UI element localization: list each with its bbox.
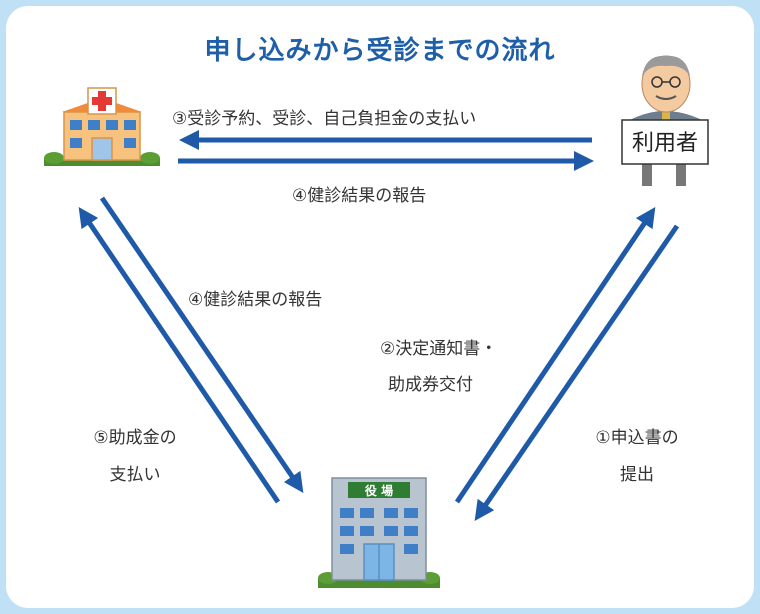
label-reservation-payment: ③受診予約、受診、自己負担金の支払い bbox=[172, 109, 477, 129]
label-decision-notice-line2: 助成券交付 bbox=[388, 375, 473, 395]
label-application-line2: 提出 bbox=[620, 465, 654, 485]
page-title: 申し込みから受診までの流れ bbox=[204, 36, 556, 66]
city-hall-icon: 役 場 bbox=[318, 477, 440, 588]
user-sign-label: 利用者 bbox=[632, 131, 698, 156]
arrow-hospital-to-cityhall bbox=[99, 196, 304, 493]
user-icon: 利用者 bbox=[621, 55, 709, 186]
arrow-cityhall-to-user bbox=[454, 207, 656, 504]
label-report-middle: ④健診結果の報告 bbox=[188, 290, 323, 310]
label-decision-notice-line1: ②決定通知書・ bbox=[380, 339, 498, 359]
label-application-line1: ①申込書の bbox=[595, 428, 679, 448]
arrow-user-to-cityhall bbox=[474, 224, 680, 521]
label-report-top: ④健診結果の報告 bbox=[292, 186, 427, 206]
label-subsidy-payment-line2: 支払い bbox=[109, 465, 161, 485]
arrow-cityhall-to-hospital bbox=[78, 207, 281, 504]
hospital-icon bbox=[44, 87, 160, 166]
label-subsidy-payment-line1: ⑤助成金の bbox=[93, 428, 177, 448]
city-hall-sign-label: 役 場 bbox=[365, 483, 393, 498]
